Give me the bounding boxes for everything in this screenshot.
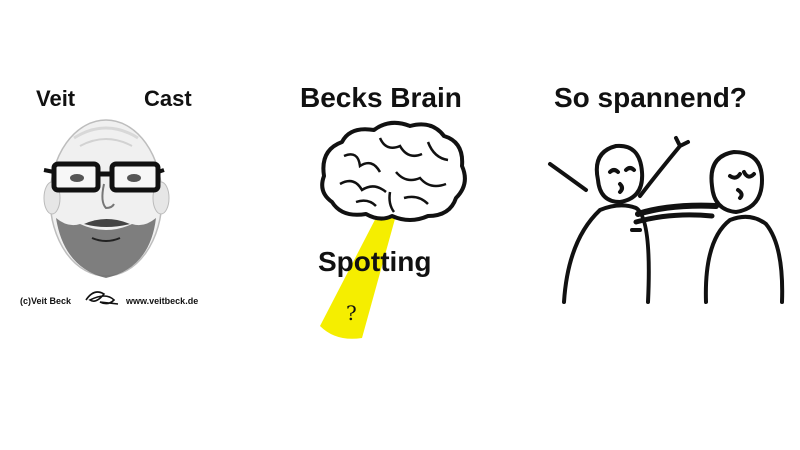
website-link[interactable]: www.veitbeck.de: [126, 296, 199, 306]
brain-icon: [320, 120, 467, 222]
brain-spotlight-drawing: ?: [320, 120, 467, 339]
signature-scribble-icon: [85, 291, 119, 305]
veitcast-panel: Veit Cast (c)Veit Beck www.veitbeck.de: [14, 78, 214, 318]
spotlight-beam: [320, 208, 398, 339]
becks-brain-title: Becks Brain: [300, 82, 462, 113]
becks-brain-panel: ? Becks Brain Spotting: [300, 80, 500, 360]
portrait-sketch: [43, 119, 170, 305]
beard-shape: [56, 218, 156, 278]
glasses-icon: [43, 161, 165, 193]
question-mark: ?: [346, 301, 357, 325]
two-stick-figures-sketch: [548, 136, 785, 304]
right-figure-head: [709, 150, 764, 214]
copyright-text: (c)Veit Beck: [20, 296, 72, 306]
spotting-label: Spotting: [318, 246, 432, 277]
cast-word: Cast: [144, 86, 192, 111]
left-figure-head: [594, 143, 645, 204]
so-spannend-panel: So spannend?: [540, 80, 800, 320]
so-spannend-title: So spannend?: [554, 82, 747, 113]
veit-word: Veit: [36, 86, 76, 111]
